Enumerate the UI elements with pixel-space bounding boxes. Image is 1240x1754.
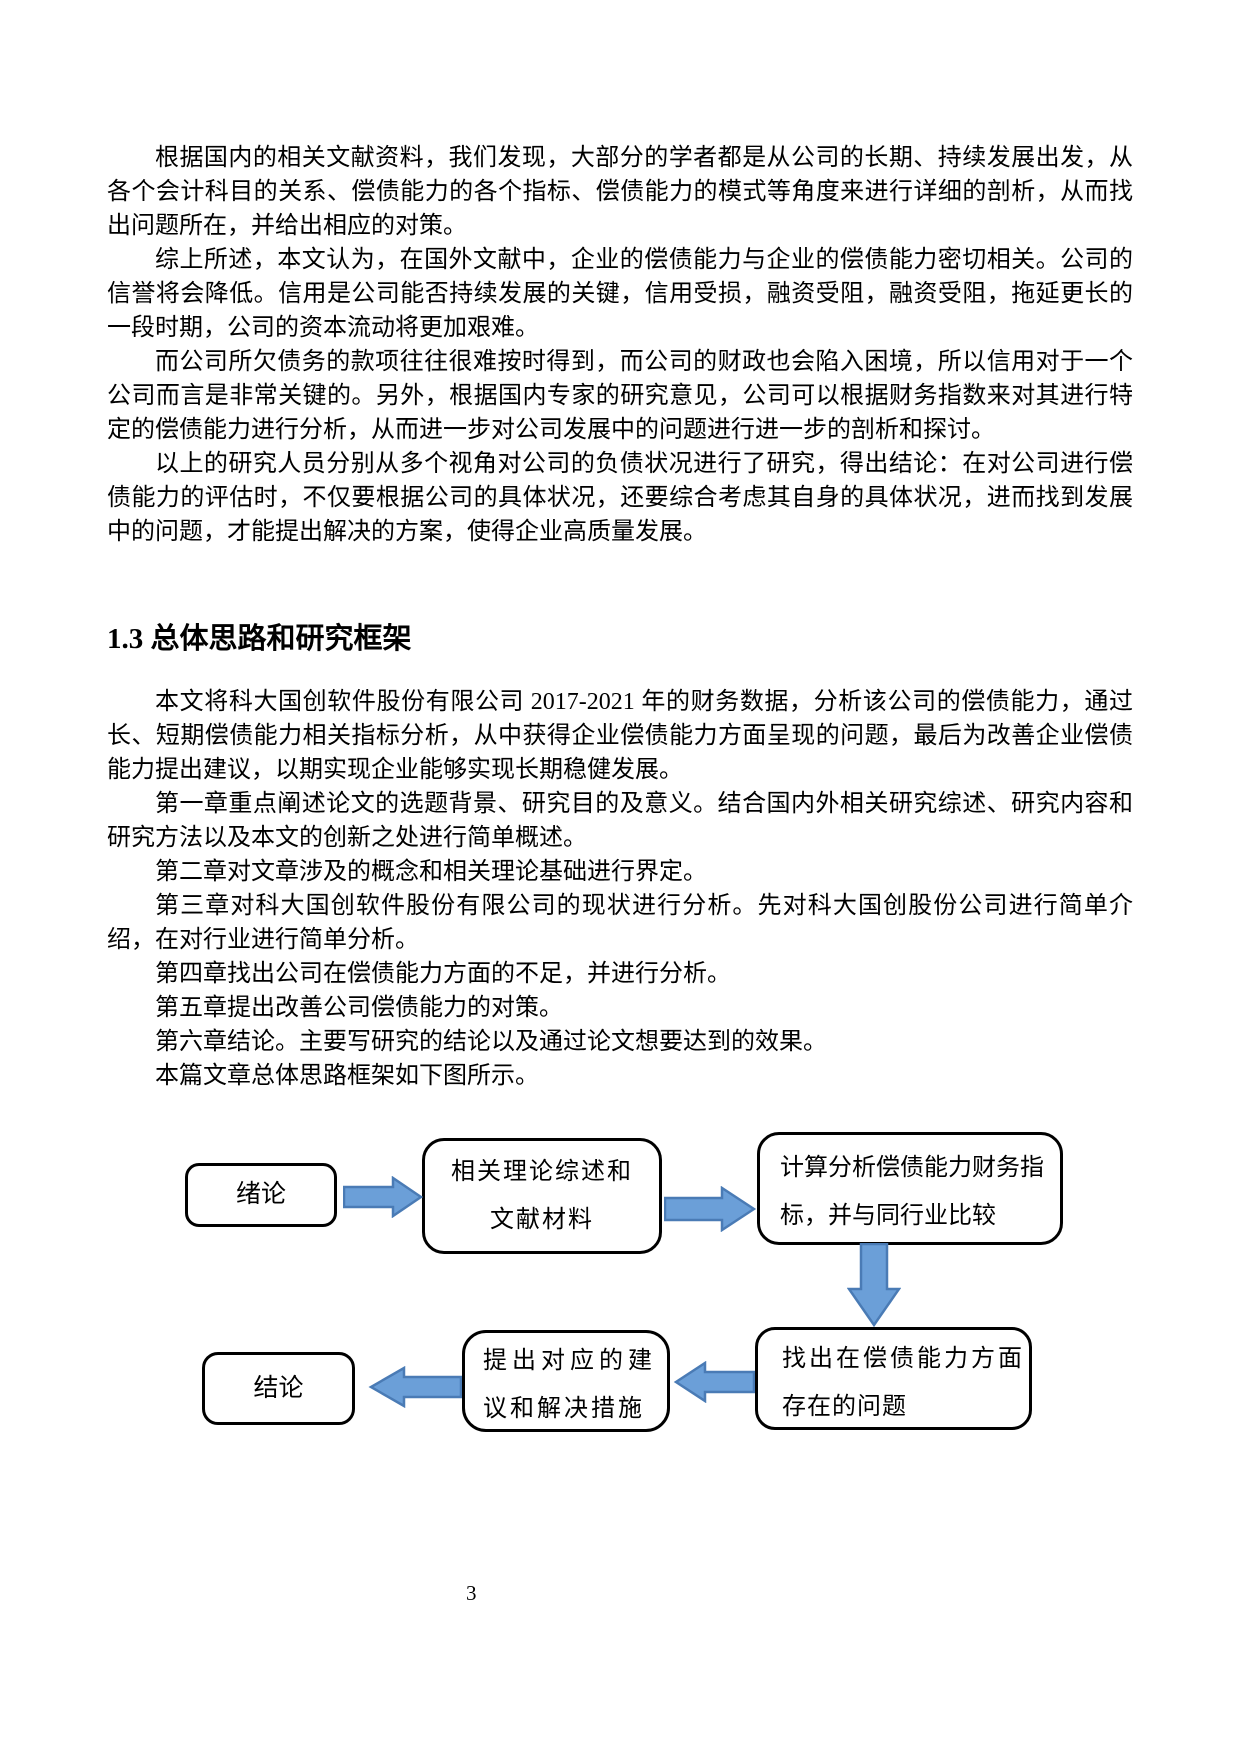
flow-box-introduction: 绪论: [185, 1163, 337, 1227]
flow-box-label: 相关理论综述和: [451, 1159, 633, 1185]
paragraph: 本篇文章总体思路框架如下图所示。: [155, 1063, 539, 1089]
text-content: 根据国内的相关文献资料，我们发现，大部分的学者都是从公司的长期、持续发展出发，从…: [107, 141, 1133, 1093]
flow-box-label: 提出对应的建: [483, 1348, 657, 1374]
paragraph: 第二章对文章涉及的概念和相关理论基础进行界定。: [155, 859, 707, 885]
flow-box-label: 文献材料: [490, 1207, 594, 1233]
paragraph: 本文将科大国创软件股份有限公司 2017-2021 年的财务数据，分析该公司的偿…: [107, 689, 1133, 783]
paragraph: 根据国内的相关文献资料，我们发现，大部分的学者都是从公司的长期、持续发展出发，从…: [107, 145, 1133, 239]
flow-box-label: 计算分析偿债能力财务指: [780, 1155, 1044, 1181]
flow-box-theory-literature: 相关理论综述和 文献材料: [422, 1138, 662, 1254]
flow-box-label: 找出在偿债能力方面: [782, 1346, 1025, 1372]
paragraph: 而公司所欠债务的款项往往很难按时得到，而公司的财政也会陷入困境，所以信用对于一个…: [107, 349, 1133, 443]
flow-box-label: 绪论: [235, 1181, 286, 1208]
paragraph: 综上所述，本文认为，在国外文献中，企业的偿债能力与企业的偿债能力密切相关。公司的…: [107, 247, 1133, 341]
flow-box-label: 标，并与同行业比较: [780, 1203, 996, 1229]
flow-arrow-left-icon: [673, 1361, 755, 1403]
flow-box-label: 存在的问题: [782, 1394, 907, 1420]
paragraph: 以上的研究人员分别从多个视角对公司的负债状况进行了研究，得出结论：在对公司进行偿…: [107, 451, 1133, 545]
paragraph: 第六章结论。主要写研究的结论以及通过论文想要达到的效果。: [155, 1029, 827, 1055]
flow-box-suggestions: 提出对应的建 议和解决措施: [462, 1330, 670, 1432]
flow-box-calc-indicators: 计算分析偿债能力财务指 标，并与同行业比较: [757, 1132, 1063, 1245]
paragraph: 第三章对科大国创软件股份有限公司的现状进行分析。先对科大国创股份公司进行简单介绍…: [107, 893, 1133, 953]
page-number: 3: [466, 1581, 477, 1605]
flow-arrow-right-icon: [343, 1176, 423, 1218]
flow-arrow-down-icon: [847, 1243, 901, 1327]
paragraph: 第一章重点阐述论文的选题背景、研究目的及意义。结合国内外相关研究综述、研究内容和…: [107, 791, 1133, 851]
flow-box-label: 议和解决措施: [483, 1396, 645, 1422]
flow-box-find-problems: 找出在偿债能力方面 存在的问题: [755, 1327, 1032, 1430]
paragraph: 第五章提出改善公司偿债能力的对策。: [155, 995, 563, 1021]
paragraph: 第四章找出公司在偿债能力方面的不足，并进行分析。: [155, 961, 731, 987]
section-heading: 1.3 总体思路和研究框架: [107, 623, 412, 655]
flow-arrow-right-icon: [664, 1186, 756, 1232]
flow-arrow-left-icon: [368, 1366, 462, 1408]
flow-box-label: 结论: [253, 1374, 304, 1402]
flow-box-conclusion: 结论: [202, 1352, 355, 1425]
